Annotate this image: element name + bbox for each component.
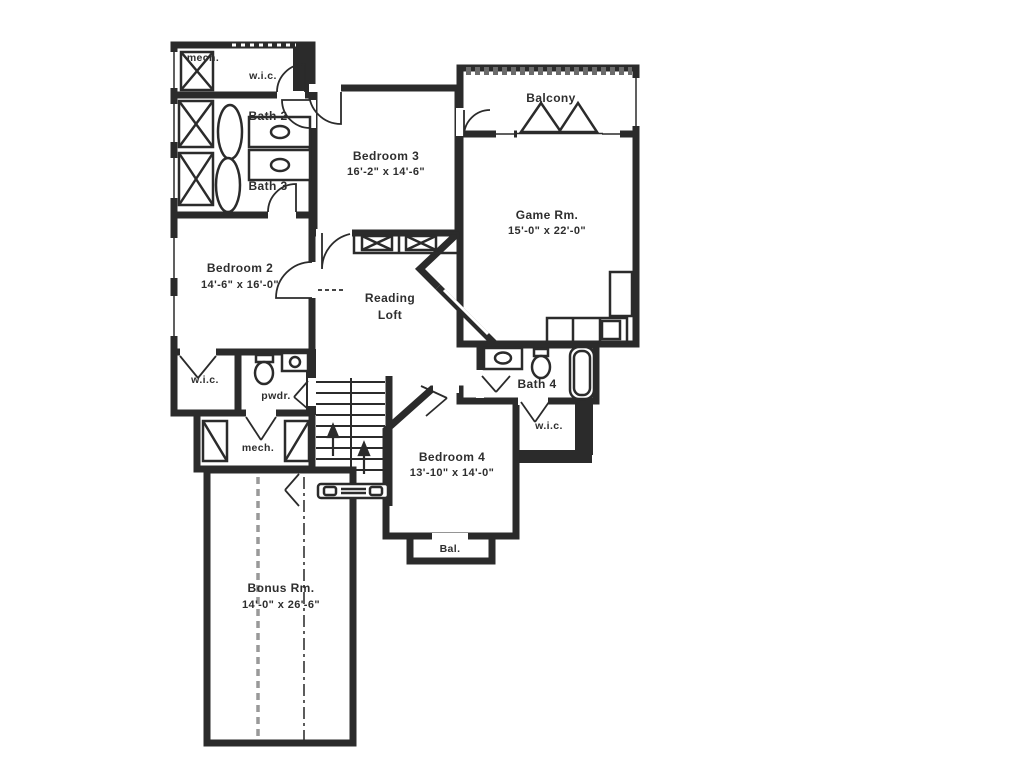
windows (170, 52, 640, 336)
door-leaf (284, 473, 300, 507)
room-dims-bedroom3: 16'-2" x 14'-6" (347, 166, 425, 178)
room-label-bedroom3: Bedroom 3 (352, 149, 420, 163)
sink-icon (269, 157, 291, 173)
stairs (316, 378, 385, 471)
door-arc (275, 261, 313, 299)
toilet-icon (530, 354, 552, 380)
room-label-game: Game Rm. (515, 208, 579, 222)
door-leaf (420, 385, 448, 417)
room-label-bonus: Bonus Rm. (247, 581, 315, 595)
door-leaf (520, 401, 550, 423)
toilet-icon (253, 360, 275, 386)
bathtub-icon (572, 349, 592, 397)
door-arc (281, 99, 311, 129)
room-label-balcony: Balcony (526, 91, 576, 105)
door-leaf (245, 416, 277, 441)
sink-icon (288, 355, 302, 369)
room-label-pwdr: pwdr. (261, 390, 291, 402)
room-label-bath3: Bath 3 (248, 179, 288, 193)
room-label-loft-2: Loft (377, 308, 403, 322)
bathtub-icon (216, 103, 244, 161)
room-label-bal: Bal. (439, 543, 461, 555)
door-arc (463, 109, 491, 137)
room-label-mech-top: mech. (186, 52, 220, 64)
bathtub-icon (214, 156, 242, 214)
cased-opening (442, 288, 490, 336)
door-leaf (481, 375, 511, 393)
bath2-bath3-fixtures (214, 103, 312, 214)
room-label-bedroom4: Bedroom 4 (418, 450, 486, 464)
door-leaf (179, 355, 217, 379)
window-seat (316, 482, 390, 500)
door-arc (267, 183, 297, 213)
room-label-bedroom2: Bedroom 2 (206, 261, 274, 275)
ceiling-break-lines (256, 477, 305, 740)
room-dims-bedroom4: 13'-10" x 14'-0" (409, 467, 495, 479)
room-label-loft-1: Reading (364, 291, 416, 305)
bath4-fixtures (482, 345, 596, 401)
door-leaf (293, 380, 309, 410)
closet-x-icon (177, 50, 311, 463)
room-label-wic-top: w.i.c. (249, 70, 277, 82)
room-dims-bedroom2: 14'-6" x 16'-0" (201, 279, 279, 291)
sink-icon (493, 351, 513, 365)
stair-direction-arrows (326, 422, 371, 474)
room-label-bath4: Bath 4 (517, 377, 557, 391)
room-label-wic-left: w.i.c. (191, 374, 219, 386)
door-arcs (179, 63, 550, 507)
room-label-wic-right: w.i.c. (535, 420, 563, 432)
room-dims-bonus: 14'-0" x 26'-6" (242, 599, 320, 611)
door-arc (321, 233, 351, 270)
french-doors-icon (518, 100, 600, 134)
room-label-bath2: Bath 2 (248, 109, 288, 123)
sink-icon (269, 124, 291, 140)
room-dims-game: 15'-0" x 22'-0" (508, 225, 586, 237)
built-in-cabinets (545, 270, 634, 344)
loft-railing (352, 231, 460, 255)
room-label-mech-bottom: mech. (241, 442, 275, 454)
pwdr-fixtures (253, 351, 310, 386)
door-arc (308, 91, 342, 125)
door-arc (276, 63, 306, 93)
